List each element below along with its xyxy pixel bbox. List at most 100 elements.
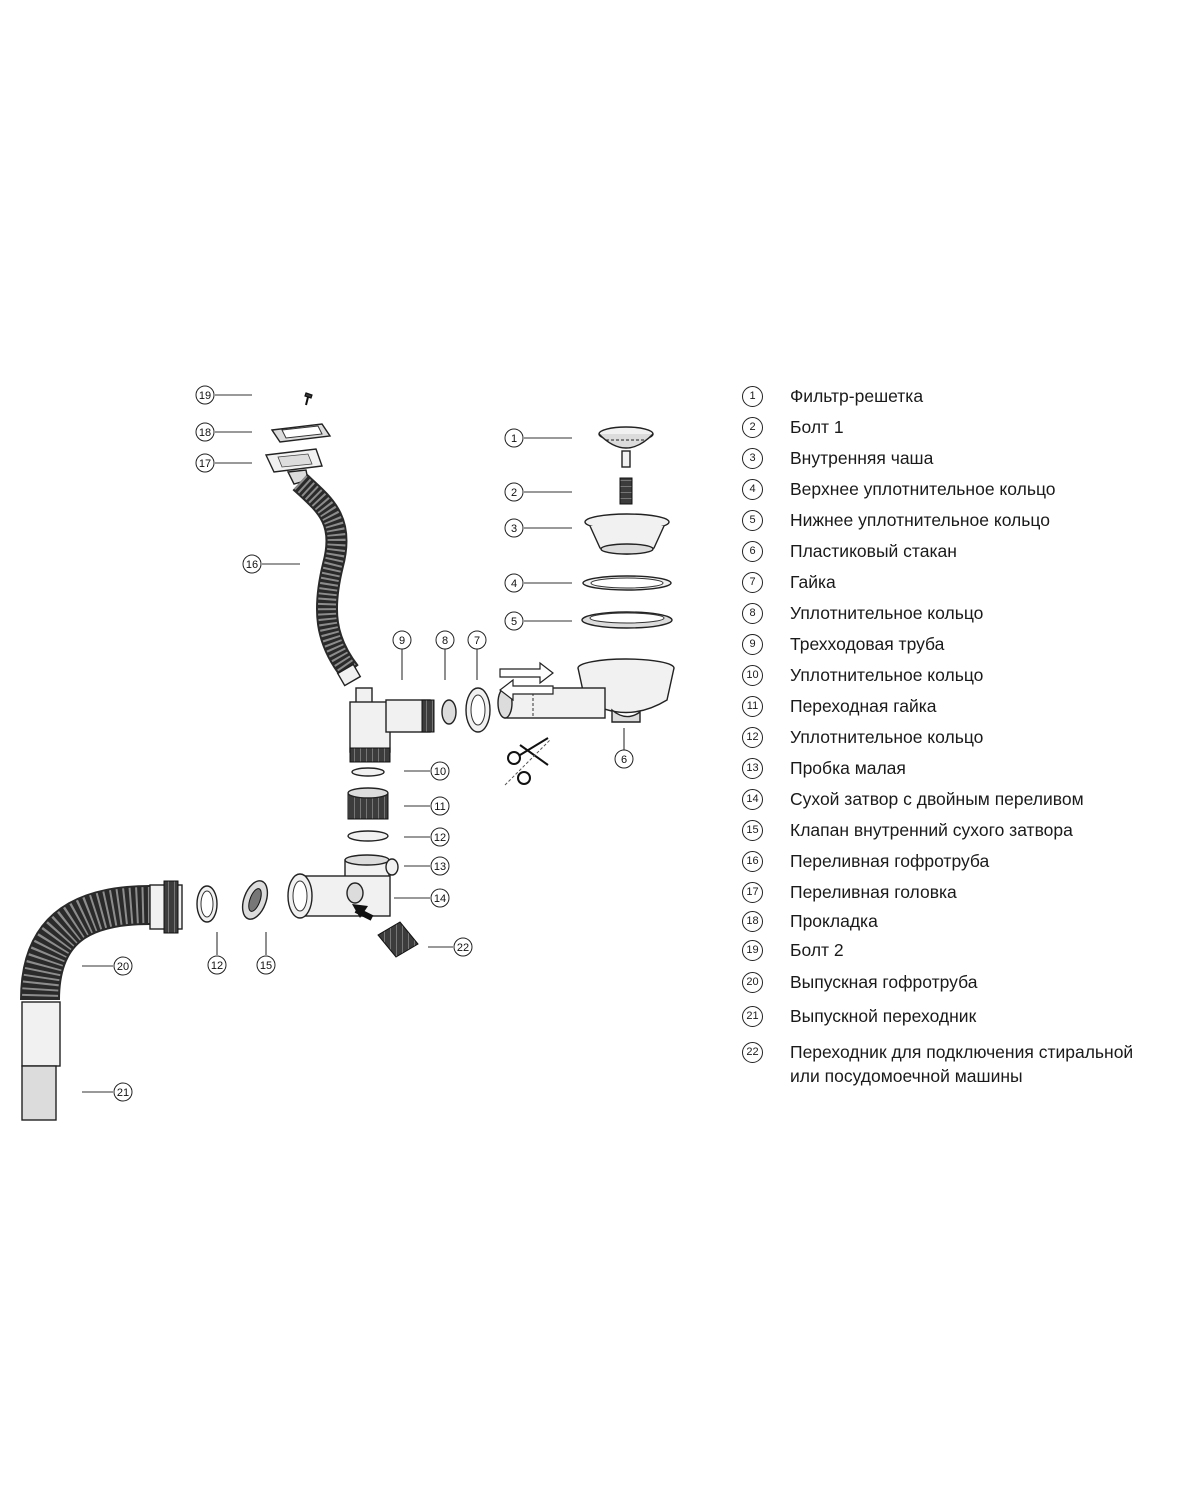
svg-text:17: 17 — [199, 458, 211, 470]
legend-label: Переходник для подключения стиральной ил… — [790, 1042, 1134, 1086]
svg-text:5: 5 — [511, 616, 517, 628]
callout-8: 8 — [435, 630, 455, 650]
callout-22: 22 — [453, 937, 473, 957]
legend-number: 5 — [742, 510, 763, 531]
svg-text:6: 6 — [621, 754, 627, 766]
legend-label: Переливная головка — [790, 882, 957, 902]
washing-machine-adapter-part — [352, 904, 419, 958]
upper-seal-ring-part — [582, 575, 672, 591]
overflow-hose-part — [292, 473, 362, 687]
legend-number: 16 — [742, 851, 763, 872]
strainer-part — [598, 426, 654, 468]
adapter-nut-part — [347, 787, 389, 820]
svg-text:3: 3 — [511, 523, 517, 535]
dry-trap-valve-part — [241, 880, 269, 920]
svg-text:15: 15 — [260, 960, 272, 972]
callout-7: 7 — [467, 630, 487, 650]
legend-item-17: 17 Переливная головка — [742, 880, 957, 904]
callout-19: 19 — [195, 385, 215, 405]
legend-label: Пробка малая — [790, 758, 906, 778]
svg-text:9: 9 — [399, 635, 405, 647]
gasket-part — [270, 423, 332, 443]
legend-number: 6 — [742, 541, 763, 562]
legend-label: Болт 2 — [790, 940, 844, 960]
legend-number: 4 — [742, 479, 763, 500]
legend-item-16: 16 Переливная гофротруба — [742, 849, 989, 873]
seal-ring-10-part — [351, 767, 385, 777]
callout-5: 5 — [504, 611, 524, 631]
outlet-hose-part — [20, 880, 183, 1001]
legend-label: Гайка — [790, 572, 836, 592]
legend-number: 14 — [742, 789, 763, 810]
legend-label: Сухой затвор с двойным переливом — [790, 789, 1084, 809]
legend-label: Переходная гайка — [790, 696, 937, 716]
legend-number: 15 — [742, 820, 763, 841]
legend-item-6: 6 Пластиковый стакан — [742, 539, 957, 563]
callout-12: 12 — [430, 827, 450, 847]
callout-3: 3 — [504, 518, 524, 538]
legend-label: Нижнее уплотнительное кольцо — [790, 510, 1050, 530]
callout-14: 14 — [430, 888, 450, 908]
svg-text:11: 11 — [434, 801, 445, 813]
legend-label: Прокладка — [790, 911, 878, 931]
svg-text:12: 12 — [434, 832, 446, 844]
legend-label: Пластиковый стакан — [790, 541, 957, 561]
legend-label: Выпускная гофротруба — [790, 972, 978, 992]
svg-text:19: 19 — [199, 390, 211, 402]
legend-label: Уплотнительное кольцо — [790, 603, 984, 623]
callout-6: 6 — [614, 749, 634, 769]
legend-number: 8 — [742, 603, 763, 624]
svg-text:1: 1 — [511, 433, 517, 445]
legend-label: Выпускной переходник — [790, 1006, 977, 1026]
callout-21: 21 — [113, 1082, 133, 1102]
overflow-head-part — [264, 448, 323, 485]
callout-4: 4 — [504, 573, 524, 593]
svg-text:10: 10 — [434, 766, 446, 778]
legend-number: 11 — [742, 696, 763, 717]
legend-item-18: 18 Прокладка — [742, 909, 878, 933]
svg-text:4: 4 — [511, 578, 517, 590]
svg-text:2: 2 — [511, 487, 517, 499]
legend-number: 17 — [742, 882, 763, 903]
svg-text:13: 13 — [434, 861, 446, 873]
callout-18: 18 — [195, 422, 215, 442]
svg-text:20: 20 — [117, 961, 129, 973]
svg-text:14: 14 — [434, 893, 446, 905]
legend-label: Внутренняя чаша — [790, 448, 934, 468]
bolt-2-part — [304, 392, 313, 406]
callout-2: 2 — [504, 482, 524, 502]
direction-arrows — [499, 661, 554, 702]
svg-text:16: 16 — [246, 559, 258, 571]
seal-ring-12b-part — [196, 885, 218, 923]
scissors-icon — [504, 737, 551, 786]
callout-15: 15 — [256, 955, 276, 975]
callout-11: 11 — [430, 796, 450, 816]
legend-number: 13 — [742, 758, 763, 779]
legend-label: Верхнее уплотнительное кольцо — [790, 479, 1056, 499]
legend-item-8: 8 Уплотнительное кольцо — [742, 601, 983, 625]
callout-10: 10 — [430, 761, 450, 781]
callout-20: 20 — [113, 956, 133, 976]
legend-item-14: 14 Сухой затвор с двойным переливом — [742, 787, 1084, 811]
bolt-1-part — [619, 477, 633, 505]
legend-number: 3 — [742, 448, 763, 469]
callout-9: 9 — [392, 630, 412, 650]
svg-text:22: 22 — [457, 942, 469, 954]
svg-text:12: 12 — [211, 960, 223, 972]
legend-label: Уплотнительное кольцо — [790, 727, 984, 747]
legend-label: Переливная гофротруба — [790, 851, 990, 871]
legend-number: 18 — [742, 911, 763, 932]
legend-item-11: 11 Переходная гайка — [742, 694, 937, 718]
callouts: 19 18 17 16 1 2 3 4 5 9 8 7 6 10 11 12 1… — [113, 385, 634, 1102]
legend-number: 1 — [742, 386, 763, 407]
nut-part — [465, 687, 491, 733]
